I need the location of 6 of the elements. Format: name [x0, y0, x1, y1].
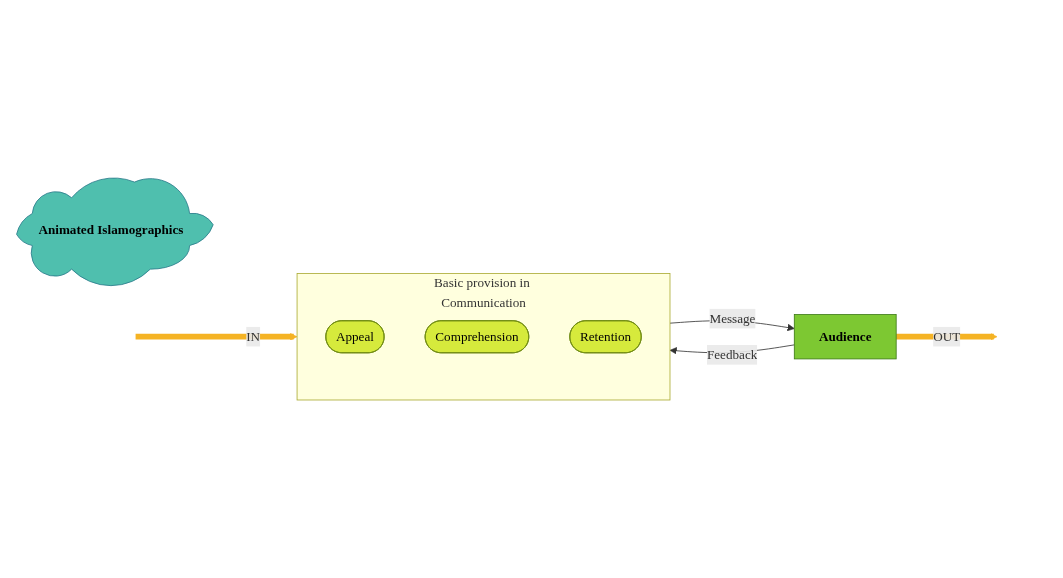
edge-label: IN: [246, 329, 261, 344]
edge-label: OUT: [933, 329, 961, 344]
edge-label: Feedback: [706, 347, 758, 362]
node-box: Audience: [793, 314, 897, 360]
edge-label: Message: [709, 311, 756, 326]
arrow: [135, 333, 298, 341]
